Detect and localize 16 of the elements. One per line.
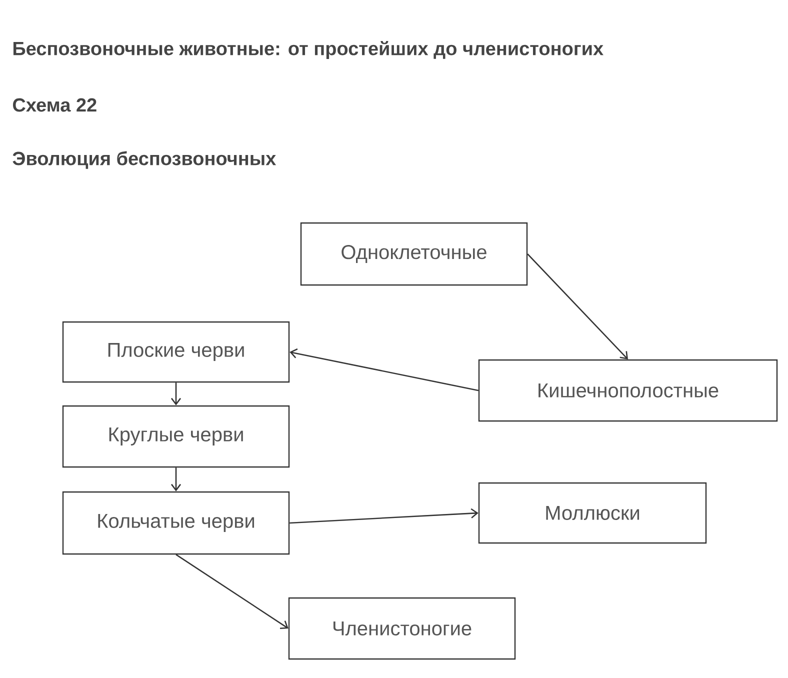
process-box: Членистоногие bbox=[288, 597, 516, 660]
heading: Схема 22 bbox=[13, 98, 96, 112]
process-box: Одноклеточные bbox=[300, 222, 528, 286]
arrow bbox=[170, 382, 182, 406]
title: Беспозвоночные животные: от простейших до членистоногих bbox=[13, 40, 604, 60]
arrow bbox=[527, 254, 628, 360]
arrow bbox=[176, 554, 288, 629]
arrow bbox=[290, 508, 478, 524]
process-box: Моллюски bbox=[478, 482, 707, 544]
process-box: Плоские черви bbox=[62, 321, 290, 383]
arrow bbox=[290, 348, 479, 392]
process-box: Кишечнополостные bbox=[478, 359, 778, 422]
arrow bbox=[170, 468, 182, 492]
heading: Эволюция беспозвоночных bbox=[12, 151, 276, 169]
process-box: Кольчатые черви bbox=[62, 491, 290, 555]
process-box: Круглые черви bbox=[62, 405, 290, 468]
